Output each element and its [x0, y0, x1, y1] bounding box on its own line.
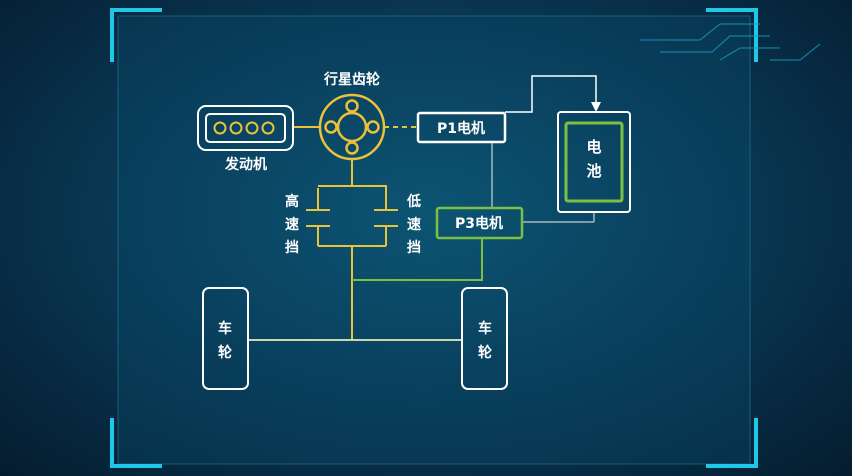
p1-battery-link — [505, 75, 597, 113]
circuit-line — [640, 23, 760, 41]
high-gear-char: 挡 — [285, 239, 299, 256]
left-wheel-char: 车 — [218, 320, 232, 337]
p3-motor-label: P3电机 — [455, 215, 503, 232]
p1-motor-label: P1电机 — [437, 120, 485, 137]
frame-panel — [118, 16, 750, 464]
low-gear-char: 低 — [406, 193, 421, 210]
ring-gear — [318, 93, 386, 161]
high-gear-char: 高 — [285, 193, 299, 210]
sun-gear — [336, 111, 368, 143]
planet-gear — [366, 120, 380, 134]
cylinder-icon — [213, 121, 227, 135]
planetary-gear-icon — [318, 93, 386, 161]
planet-gear — [345, 141, 359, 155]
engine-box-outer — [197, 105, 294, 151]
planet-gear — [324, 120, 338, 134]
engine-cylinders — [213, 121, 275, 135]
circuit-line — [660, 35, 770, 53]
engine-label: 发动机 — [224, 156, 267, 173]
left-wheel-char: 轮 — [218, 344, 232, 361]
corner-bottom-left — [110, 418, 162, 468]
corner-bottom-right — [706, 418, 758, 468]
circuit-line — [719, 47, 780, 61]
right-wheel-char: 车 — [478, 320, 492, 337]
cylinder-icon — [261, 121, 275, 135]
battery-label-line2: 池 — [586, 162, 601, 180]
high-gear-char: 速 — [285, 216, 299, 233]
frame-border — [117, 15, 751, 465]
frame-corners — [110, 8, 758, 468]
gearbox — [306, 185, 398, 340]
circuit-line — [770, 43, 821, 61]
right-wheel — [461, 287, 508, 390]
cylinder-icon — [245, 121, 259, 135]
planet-gear — [345, 99, 359, 113]
battery-outer — [557, 111, 631, 213]
low-gear-char: 速 — [407, 216, 421, 233]
battery-label-line1: 电 — [586, 138, 601, 156]
p3-output-link — [352, 238, 483, 281]
p1-motor-box — [416, 111, 507, 144]
circuit-decoration — [640, 23, 821, 61]
corner-top-right — [706, 8, 758, 62]
battery-inner — [564, 121, 624, 203]
cylinder-icon — [229, 121, 243, 135]
low-gear-char: 挡 — [407, 239, 421, 256]
planetary-gear-label: 行星齿轮 — [323, 71, 380, 88]
left-wheel — [202, 287, 249, 390]
gearbox-top — [317, 185, 387, 196]
arrow-head — [591, 102, 601, 112]
right-wheel-char: 轮 — [478, 344, 492, 361]
corner-top-left — [110, 8, 162, 62]
p3-motor-box — [435, 206, 524, 240]
engine-box-inner — [205, 113, 286, 143]
